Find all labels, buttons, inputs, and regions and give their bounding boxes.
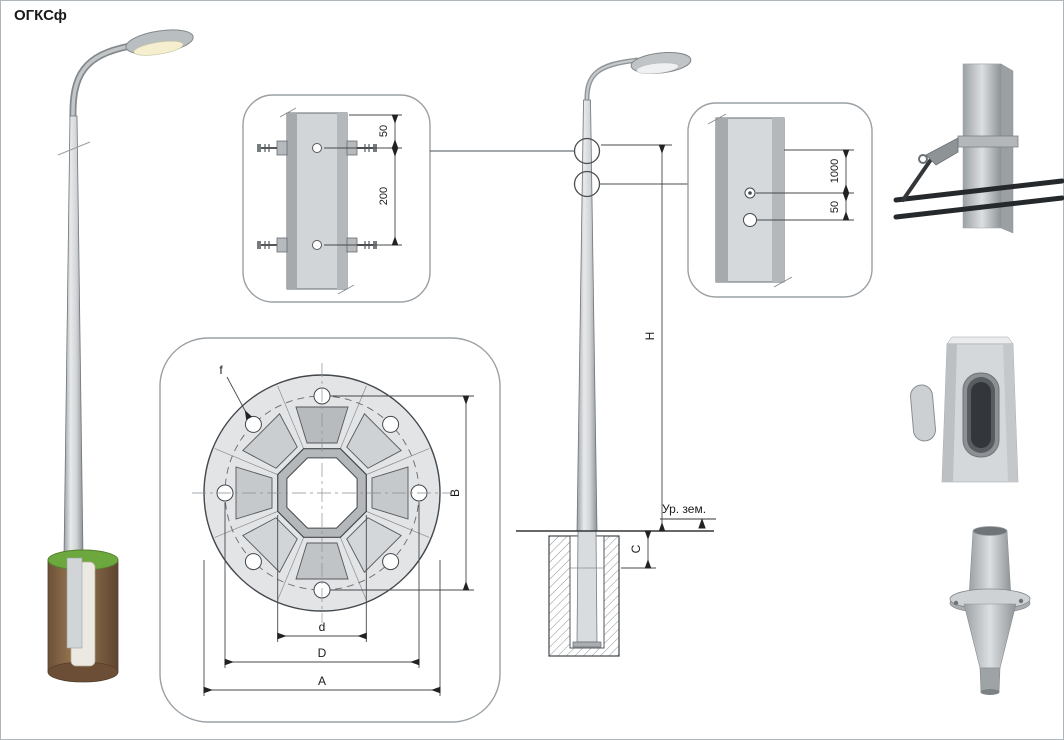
dim-50-label: 50 xyxy=(829,201,841,213)
dim-1000-label: 1000 xyxy=(829,159,841,183)
foundation-section xyxy=(548,530,620,657)
dim-H-label: H xyxy=(643,332,657,341)
page-title: ОГКСф xyxy=(14,7,67,24)
elevation-dimensions xyxy=(601,144,672,569)
cable-upper xyxy=(893,178,1064,203)
pole-section xyxy=(279,107,355,295)
pole-3d-render xyxy=(47,29,194,683)
pole-shaft xyxy=(63,115,84,558)
dim-200-label: 200 xyxy=(378,187,390,205)
embedded-pole xyxy=(576,530,598,643)
centerlines xyxy=(192,363,452,623)
flange-detail-view: f B d D A xyxy=(159,337,501,723)
access-hatch-3d-render xyxy=(910,336,1019,483)
cable-lower xyxy=(893,195,1064,220)
base-plate xyxy=(572,641,602,648)
dim-C-label: C xyxy=(629,544,643,553)
dim-A-label: A xyxy=(318,674,326,688)
pole-elevation-view: Ур. зем. H C xyxy=(430,51,716,657)
base-unit-3d-render xyxy=(949,526,1031,695)
upper-tube xyxy=(968,530,1012,598)
pole-section xyxy=(707,113,793,288)
hole-detail-view: 1000 50 xyxy=(687,102,873,298)
anchor-wedge-clamp xyxy=(925,137,959,166)
lamp-head xyxy=(125,29,194,56)
lower-tube xyxy=(979,667,1001,693)
lamp-head xyxy=(630,51,692,74)
clamp-detail-view: 50 200 xyxy=(242,94,431,303)
clamp-lower-left xyxy=(257,237,288,253)
clamp-dimensions xyxy=(324,114,402,246)
skirt-cone xyxy=(963,603,1017,669)
bolt-holes xyxy=(216,387,428,599)
cable-clamp-3d-render xyxy=(893,63,1064,234)
dim-D-label: D xyxy=(318,646,327,660)
hole-dia-label: f xyxy=(219,363,223,377)
hatch-cover xyxy=(910,384,936,442)
lower-hole xyxy=(743,213,757,227)
dim-50-label: 50 xyxy=(378,125,390,137)
foundation-cylinder xyxy=(47,549,119,683)
drop-wire xyxy=(901,156,934,202)
pole-joint-mark xyxy=(57,141,91,156)
band-clamp xyxy=(957,135,1019,148)
dim-d-label: d xyxy=(319,620,326,634)
tube-opening xyxy=(972,526,1008,536)
dim-B-label: B xyxy=(448,489,462,497)
clamp-loop xyxy=(918,154,928,164)
flange-dimensions xyxy=(203,376,474,696)
ground-label: Ур. зем. xyxy=(662,502,706,516)
pole-shaft xyxy=(576,99,598,532)
lamp-arm xyxy=(584,57,639,103)
hole-dimensions xyxy=(756,149,854,221)
clamp-upper-left xyxy=(257,140,288,156)
